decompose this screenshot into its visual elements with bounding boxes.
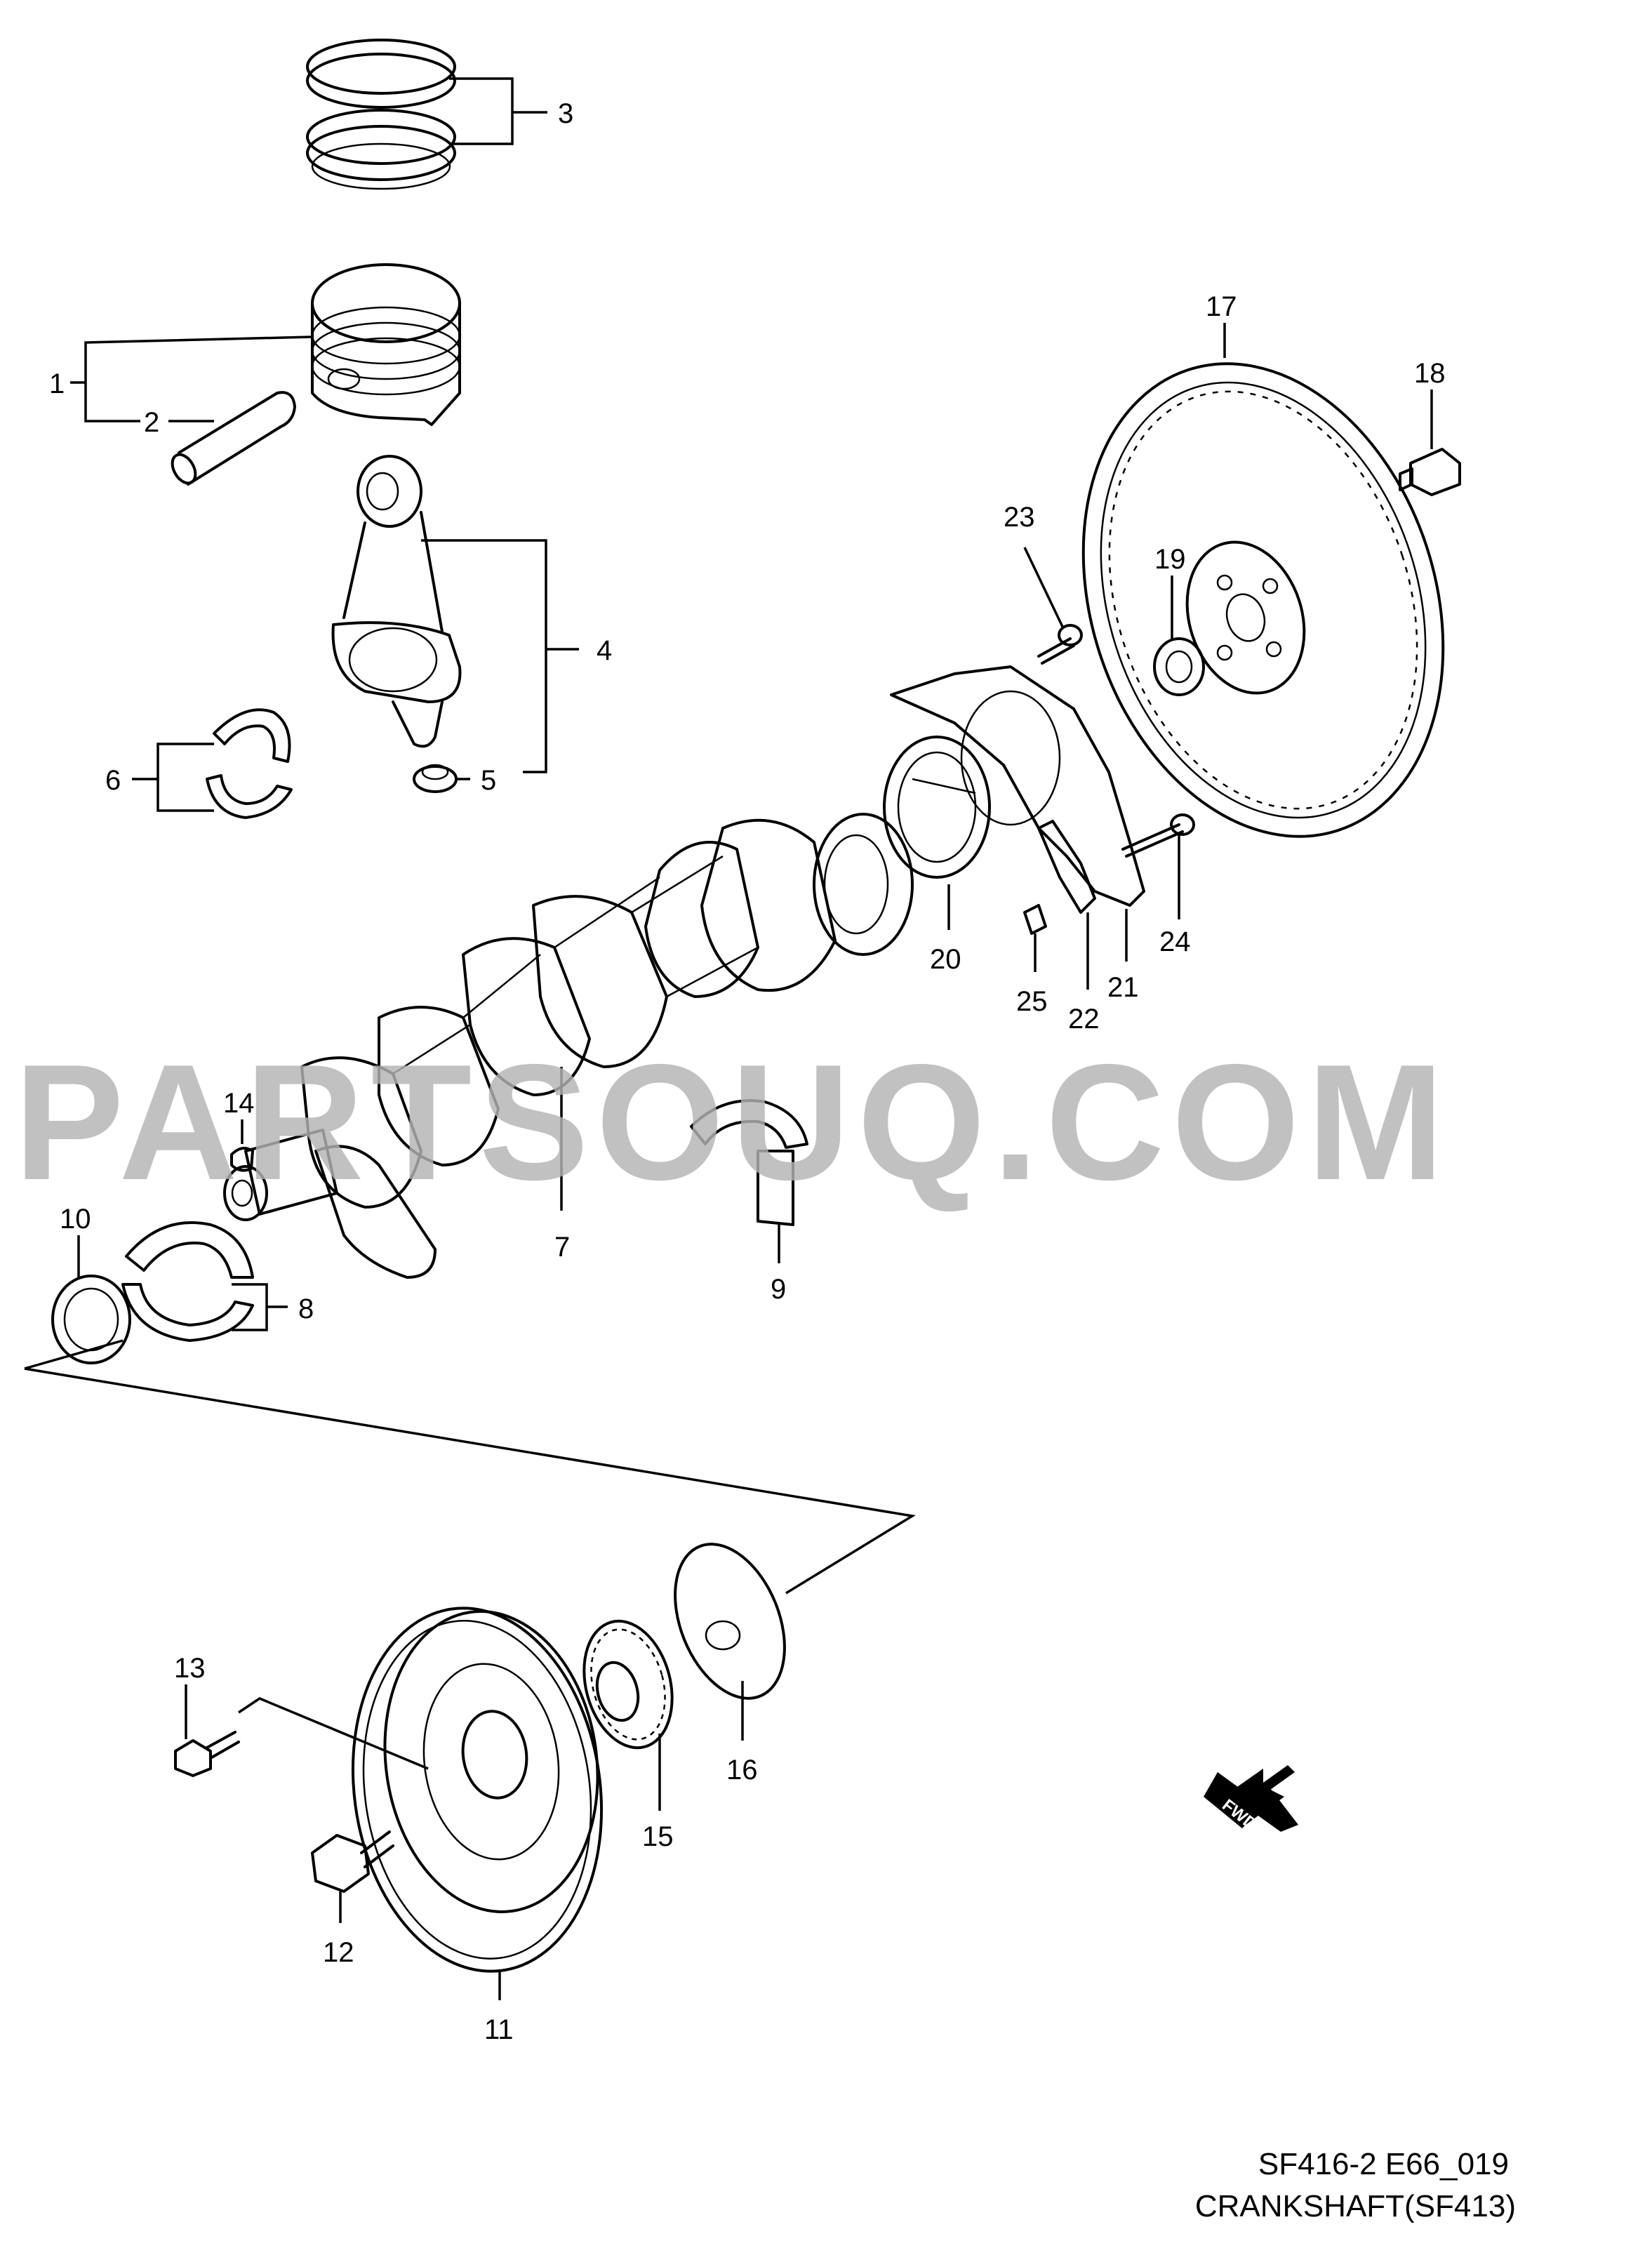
callout-6: 6 <box>105 765 121 796</box>
main-bearing-lower[interactable] <box>121 1221 254 1342</box>
callout-13: 13 <box>174 1653 206 1684</box>
watermark-text: PARTSOUQ.COM <box>14 1030 1451 1214</box>
housing-bolt[interactable] <box>1037 624 1083 665</box>
callout-18: 18 <box>1414 358 1446 389</box>
crank-washer[interactable] <box>654 1528 806 1715</box>
piston-pin[interactable] <box>168 391 296 487</box>
callout-25: 25 <box>1016 986 1048 1017</box>
diagram-code: SF416-2 E66_019 <box>1258 2147 1509 2181</box>
pulley-bolt-small[interactable] <box>174 1731 240 1777</box>
callout-9: 9 <box>771 1274 786 1305</box>
callout-23: 23 <box>1004 502 1035 533</box>
leader-lines <box>24 77 1433 2000</box>
connecting-rod[interactable] <box>331 455 462 748</box>
callout-15: 15 <box>642 1821 674 1852</box>
forward-direction-arrow: FWD <box>1204 1765 1298 1834</box>
rear-oil-seal[interactable] <box>883 736 991 879</box>
callout-2: 2 <box>144 407 159 438</box>
housing-bolt-lower[interactable] <box>1121 813 1195 858</box>
pilot-bearing[interactable] <box>1153 637 1205 696</box>
callout-21: 21 <box>1107 972 1139 1003</box>
callout-11: 11 <box>484 2014 514 2045</box>
callout-10: 10 <box>60 1204 91 1235</box>
piston[interactable] <box>311 263 461 426</box>
callout-16: 16 <box>726 1755 758 1785</box>
callout-12: 12 <box>323 1937 354 1968</box>
diagram-title: CRANKSHAFT(SF413) <box>1195 2189 1516 2223</box>
callout-8: 8 <box>298 1293 314 1324</box>
callout-labels: 3 1 2 4 5 6 7 8 9 10 11 12 13 14 15 16 1… <box>49 98 1446 2045</box>
crankshaft[interactable] <box>223 813 914 1279</box>
rear-seal-housing[interactable] <box>890 665 1145 907</box>
callout-19: 19 <box>1154 544 1186 575</box>
crankshaft-pulley[interactable] <box>331 1592 625 1988</box>
woodruff-key[interactable] <box>230 1147 254 1172</box>
callout-1: 1 <box>49 368 65 399</box>
pulley-bolt[interactable] <box>311 1830 394 1893</box>
timing-sprocket[interactable] <box>571 1611 686 1758</box>
flywheel[interactable] <box>1025 317 1501 884</box>
callout-20: 20 <box>930 944 961 975</box>
callout-5: 5 <box>481 765 496 796</box>
callout-22: 22 <box>1068 1004 1100 1035</box>
dowel-pin[interactable] <box>1023 904 1047 935</box>
callout-3: 3 <box>558 98 573 129</box>
callout-4: 4 <box>597 635 612 666</box>
rod-bearing-nut[interactable] <box>413 764 458 793</box>
callout-17: 17 <box>1206 291 1237 322</box>
flywheel-bolt[interactable] <box>1399 448 1461 496</box>
callout-7: 7 <box>554 1232 570 1263</box>
callout-24: 24 <box>1159 926 1191 957</box>
conrod-bearing[interactable] <box>206 708 293 819</box>
piston-rings[interactable] <box>306 39 456 190</box>
housing-gasket[interactable] <box>1037 820 1096 914</box>
thrust-bearing[interactable] <box>690 1099 808 1226</box>
callout-14: 14 <box>223 1088 255 1119</box>
